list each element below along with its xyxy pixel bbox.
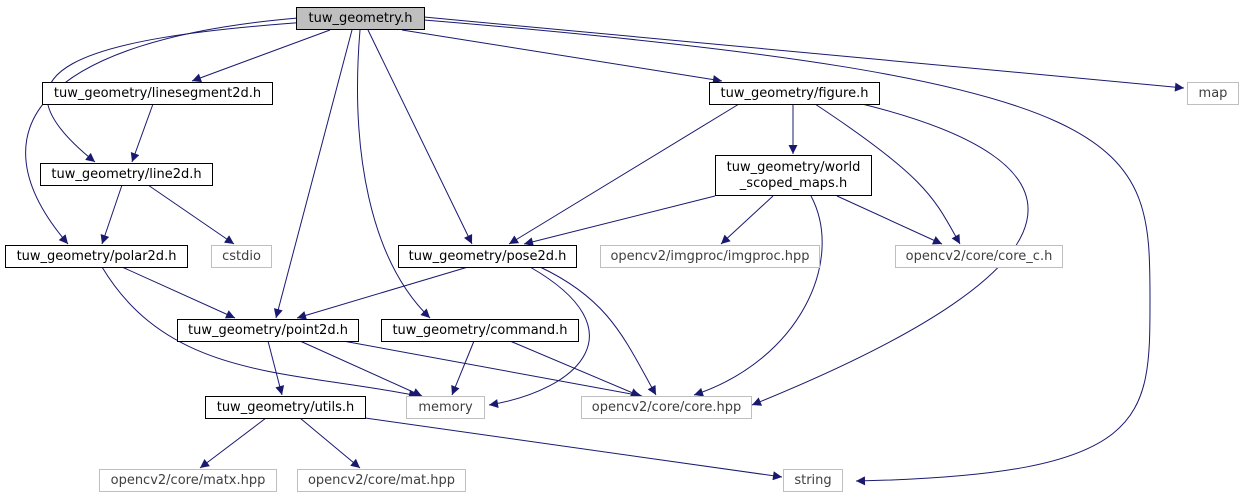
edge-utils-to-mat (299, 417, 361, 469)
edge-pose2d-to-core_hpp (539, 266, 657, 396)
node-root[interactable]: tuw_geometry.h (296, 7, 425, 30)
node-box (297, 469, 466, 492)
node-pose2d[interactable]: tuw_geometry/pose2d.h (398, 245, 577, 268)
edge-root-to-pose2d (367, 29, 473, 245)
node-linesegment2d[interactable]: tuw_geometry/linesegment2d.h (42, 82, 273, 105)
edge-utils-to-string (364, 417, 783, 481)
node-matx: opencv2/core/matx.hpp (99, 469, 277, 492)
edge-world_scoped_maps-to-imgproc (720, 195, 774, 245)
node-world_scoped_maps[interactable]: tuw_geometry/world_scoped_maps.h (715, 155, 872, 196)
node-label: tuw_geometry/pose2d.h (409, 249, 567, 264)
node-label: tuw_geometry/utils.h (217, 400, 355, 415)
node-point2d[interactable]: tuw_geometry/point2d.h (177, 319, 359, 342)
edge-root-to-linesegment2d (191, 29, 331, 83)
node-label: tuw_geometry/line2d.h (51, 167, 201, 182)
node-box (381, 319, 579, 342)
node-box (581, 396, 752, 419)
edge-root-to-line2d (46, 21, 309, 163)
edge-utils-to-matx (199, 417, 267, 469)
edge-figure-to-pose2d (508, 103, 740, 245)
node-core_hpp: opencv2/core/core.hpp (581, 396, 752, 419)
node-box (1187, 82, 1239, 105)
edge-line2d-to-cstdio (147, 184, 235, 245)
node-box (205, 396, 366, 419)
edge-world_scoped_maps-to-pose2d (523, 195, 716, 247)
node-label: memory (418, 400, 473, 415)
node-box (42, 82, 273, 105)
edge-figure-to-core_c (814, 103, 961, 245)
edge-command-to-memory (451, 340, 475, 396)
edge-linesegment2d-to-line2d (130, 103, 154, 163)
node-box (715, 155, 872, 196)
node-label: tuw_geometry.h (309, 11, 413, 26)
node-label: tuw_geometry/command.h (392, 323, 567, 338)
node-box (296, 7, 425, 30)
node-label: opencv2/core/matx.hpp (111, 473, 266, 488)
node-string: string (783, 469, 843, 492)
node-box (177, 319, 359, 342)
node-label: opencv2/core/core_c.h (906, 249, 1053, 264)
edge-root-to-figure (401, 29, 723, 85)
node-label: tuw_geometry/figure.h (721, 86, 869, 101)
node-box (5, 245, 188, 268)
edge-pose2d-to-point2d (296, 266, 469, 320)
node-box (398, 245, 577, 268)
node-polar2d[interactable]: tuw_geometry/polar2d.h (5, 245, 188, 268)
node-memory: memory (406, 396, 485, 419)
edge-polar2d-to-memory (101, 266, 419, 399)
node-command[interactable]: tuw_geometry/command.h (381, 319, 579, 342)
edge-root-to-command (357, 29, 431, 319)
node-label: cstdio (222, 249, 261, 264)
node-box (40, 163, 213, 186)
node-label: tuw_geometry/polar2d.h (17, 249, 177, 264)
edge-world_scoped_maps-to-core_hpp (693, 195, 823, 397)
node-cstdio: cstdio (211, 245, 272, 268)
node-map: map (1187, 82, 1239, 105)
node-figure[interactable]: tuw_geometry/figure.h (709, 82, 880, 105)
node-box (783, 469, 843, 492)
node-box (600, 245, 820, 268)
edges-layer (25, 16, 1185, 486)
node-label: tuw_geometry/point2d.h (188, 323, 348, 338)
node-label: _scoped_maps.h (739, 176, 847, 191)
edge-figure-to-core_hpp (751, 103, 1029, 406)
node-box (211, 245, 272, 268)
edge-point2d-to-core_hpp (342, 340, 643, 399)
node-box (709, 82, 880, 105)
edge-point2d-to-utils (267, 340, 285, 396)
node-label: string (794, 473, 831, 488)
edge-root-to-string (423, 19, 1151, 486)
node-label: opencv2/core/mat.hpp (308, 473, 455, 488)
edge-root-to-map (423, 16, 1185, 92)
node-box (99, 469, 277, 492)
edge-world_scoped_maps-to-core_c (836, 195, 943, 245)
node-label: opencv2/imgproc/imgproc.hpp (610, 249, 809, 264)
node-box (895, 245, 1063, 268)
node-line2d[interactable]: tuw_geometry/line2d.h (40, 163, 213, 186)
edge-root-to-polar2d (25, 17, 299, 245)
node-imgproc: opencv2/imgproc/imgproc.hpp (600, 245, 820, 268)
edge-pose2d-to-memory (488, 266, 590, 408)
node-mat: opencv2/core/mat.hpp (297, 469, 466, 492)
edge-command-to-core_hpp (509, 340, 641, 397)
node-label: map (1199, 86, 1228, 101)
node-label: tuw_geometry/linesegment2d.h (54, 86, 261, 101)
edge-root-to-point2d (273, 29, 353, 319)
node-box (406, 396, 485, 419)
node-label: tuw_geometry/world (727, 160, 861, 175)
edge-polar2d-to-point2d (121, 266, 236, 319)
edge-line2d-to-polar2d (100, 184, 123, 245)
node-label: opencv2/core/core.hpp (592, 400, 742, 415)
node-utils[interactable]: tuw_geometry/utils.h (205, 396, 366, 419)
node-core_c: opencv2/core/core_c.h (895, 245, 1063, 268)
edge-point2d-to-memory (299, 340, 423, 397)
nodes-layer: tuw_geometry.h tuw_geometry/linesegment2d… (5, 7, 1239, 492)
